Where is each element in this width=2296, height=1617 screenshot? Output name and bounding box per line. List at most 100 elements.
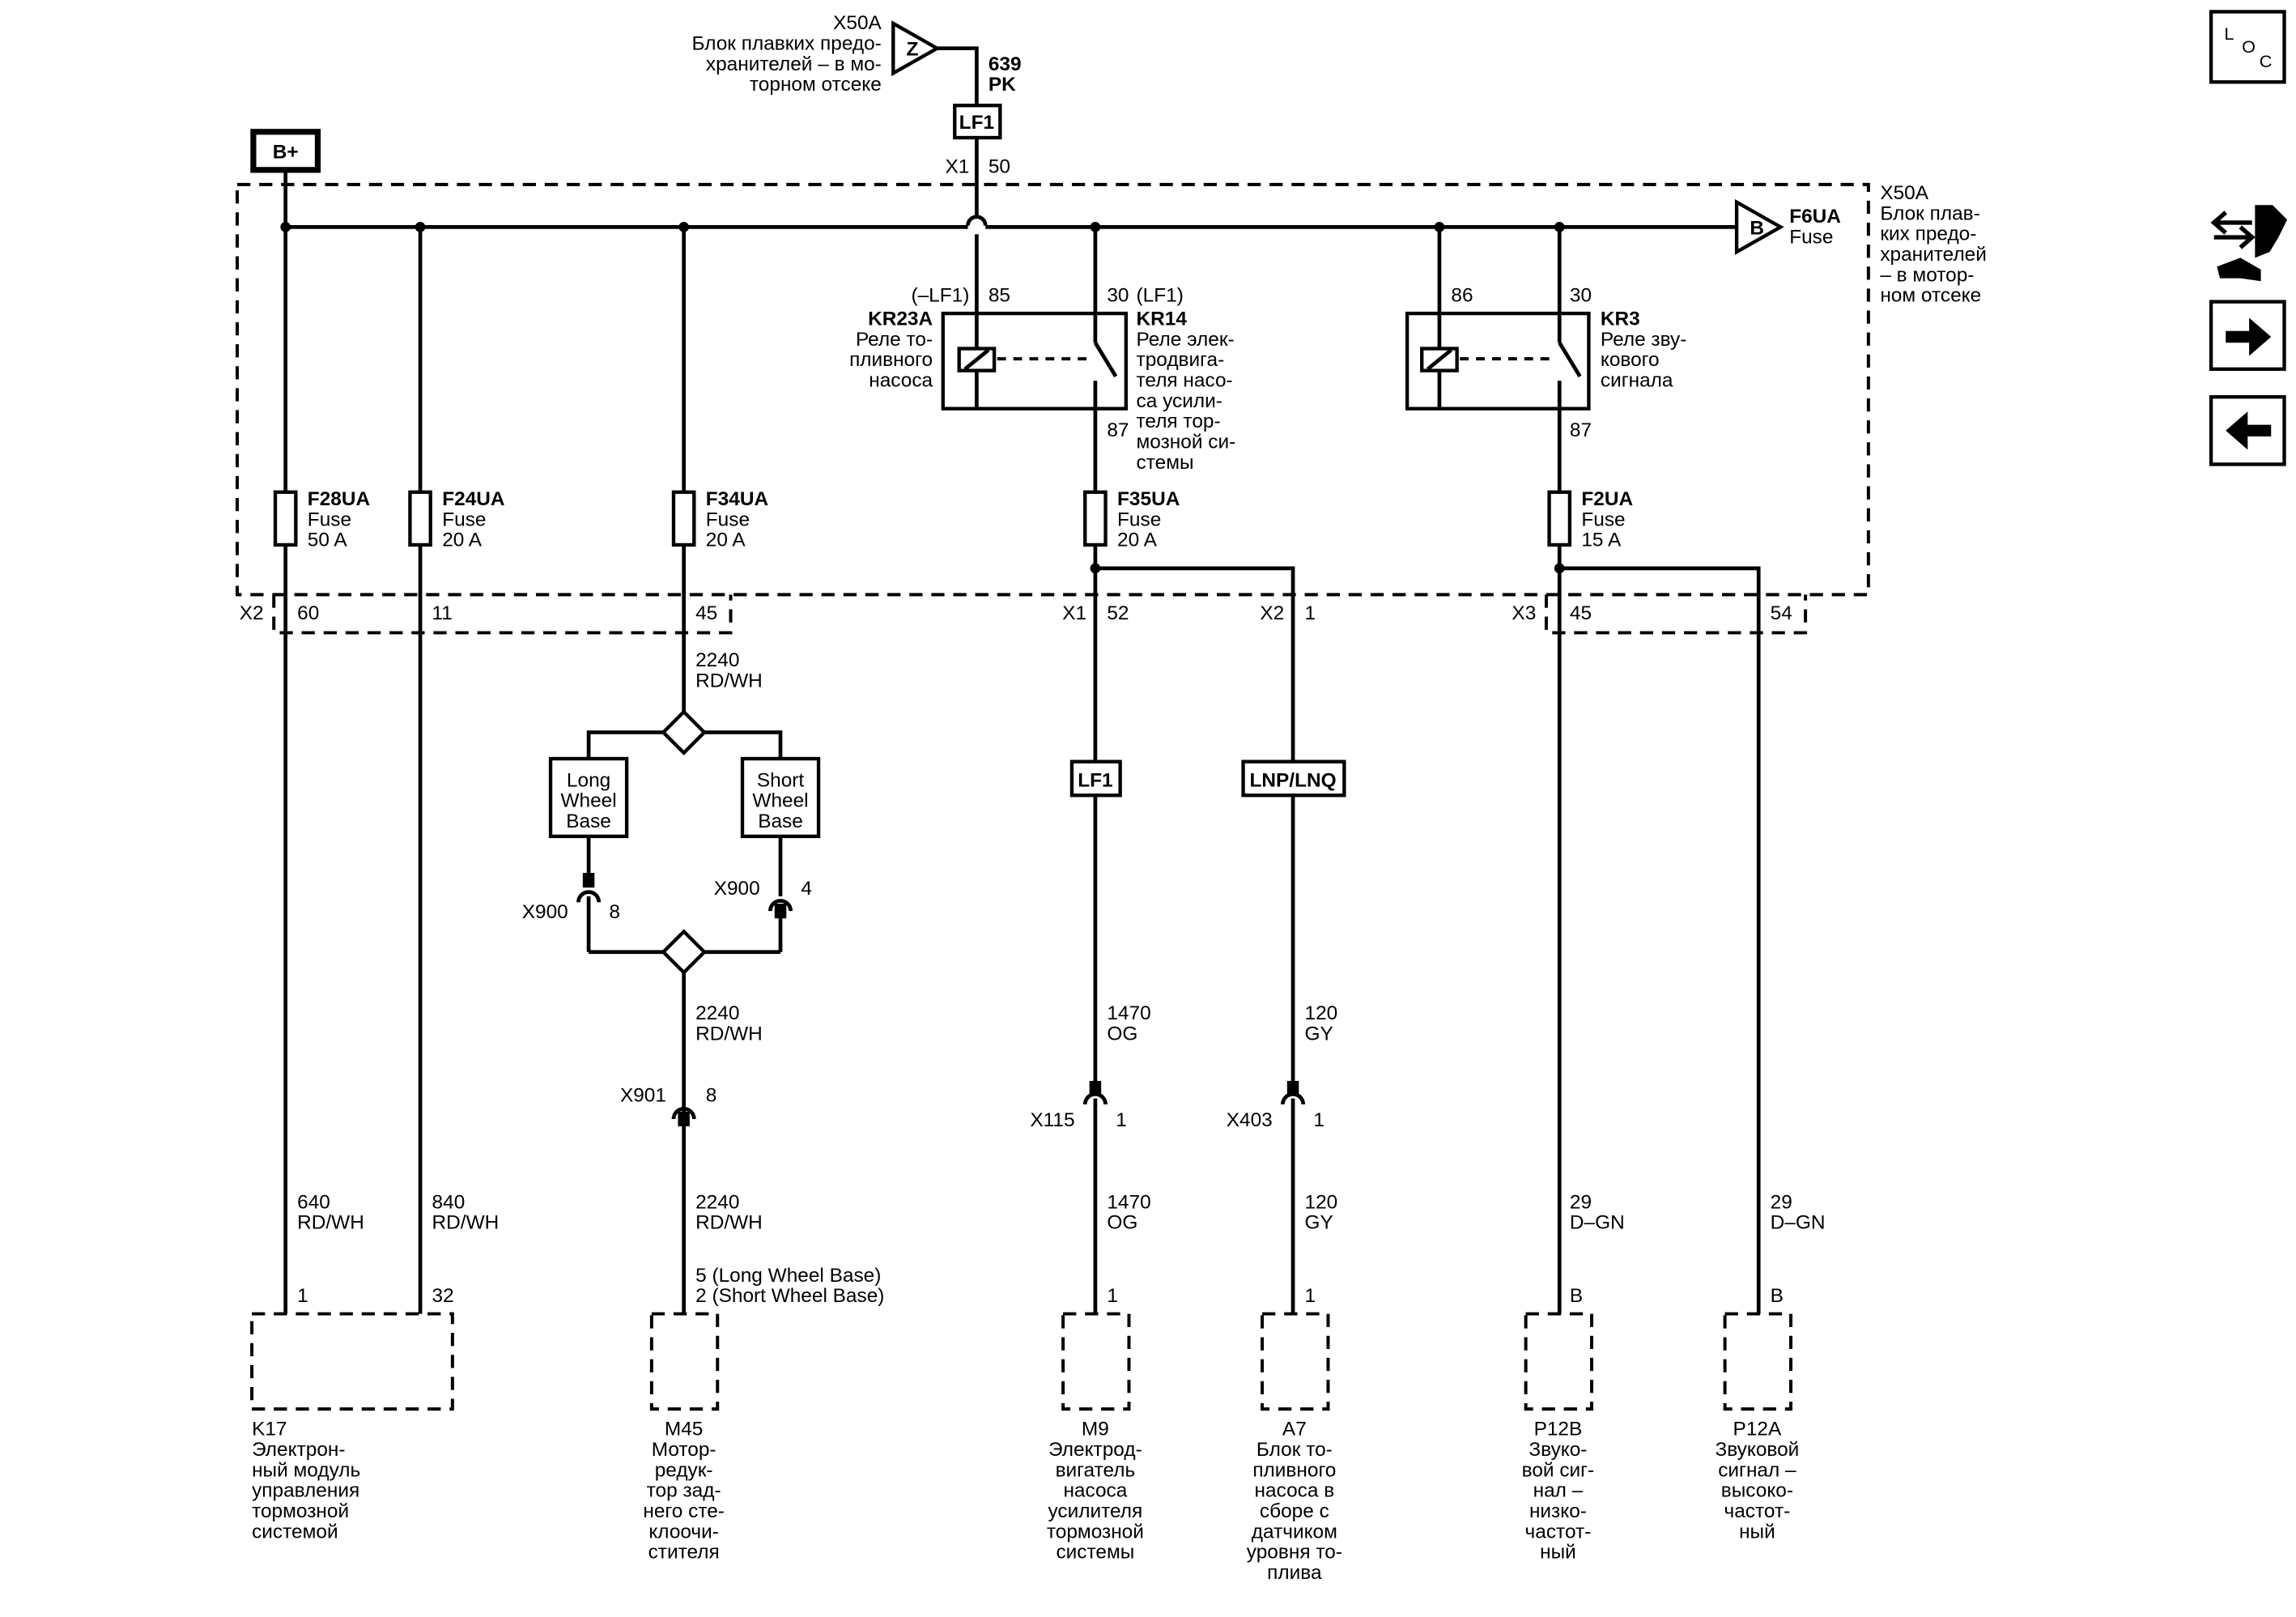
m9-desc-5: тормозной (1047, 1521, 1144, 1543)
p12a-id: P12A (1733, 1419, 1782, 1440)
pump-wire-top-color: OG (1107, 1023, 1137, 1045)
x115: X115 (1030, 1109, 1074, 1131)
pin-11: 11 (432, 602, 453, 624)
kr23a-desc-3: насоса (869, 370, 933, 392)
pin-52: 52 (1107, 602, 1129, 624)
p12a-desc-5: ный (1739, 1521, 1775, 1543)
kr14-pin-label: (LF1) (1137, 285, 1184, 307)
x900-right-connector-icon (768, 899, 793, 912)
kr14-name: KR14 (1137, 309, 1188, 330)
fuel-wire-top-color: GY (1305, 1023, 1333, 1045)
prev-page-button[interactable] (2209, 395, 2286, 466)
fuse-f28ua-name: F28UA (308, 488, 370, 510)
fuse-f35ua-icon (1083, 490, 1108, 547)
p12b-id: P12B (1534, 1419, 1583, 1440)
horn-wires: 29 D–GN B 29 D–GN B (1570, 1191, 1826, 1307)
loc-letter-c: C (2260, 51, 2273, 71)
k17-wire1-color: RD/WH (297, 1212, 364, 1234)
component-a7-box (1261, 1312, 1330, 1411)
fuel-wire-bot-num: 120 (1305, 1191, 1338, 1213)
a7-desc-5: датчиком (1252, 1521, 1337, 1543)
kr14-pin-out: 87 (1107, 419, 1129, 441)
connector-wrench-button[interactable] (2210, 205, 2288, 282)
pin-60: 60 (297, 602, 319, 624)
pin-1: 1 (1305, 602, 1316, 624)
kr3-desc-3: сигнала (1601, 370, 1673, 392)
fuse-f24ua-sub: Fuse (442, 509, 486, 530)
m9-desc-1: Электрод- (1048, 1439, 1142, 1461)
m45-desc-6: стителя (648, 1542, 720, 1564)
k17-wire2-pin: 32 (432, 1285, 454, 1307)
pump-pin: 1 (1107, 1285, 1118, 1307)
kr14-desc-3: теля насо- (1137, 370, 1233, 392)
kr14-desc-5: теля тор- (1137, 411, 1221, 432)
horn-wire2-num: 29 (1771, 1191, 1792, 1213)
brake-pump-branch: LF1 1470 OG X115 1 1470 OG 1 (1030, 760, 1151, 1314)
arrow-right-icon[interactable] (2226, 317, 2272, 356)
m9-id: M9 (1082, 1419, 1109, 1440)
fuse-f34ua-name: F34UA (706, 488, 768, 510)
x403-connector-icon (1281, 1091, 1306, 1105)
x900-right: X900 (714, 878, 760, 900)
fuse-f28ua-rating: 50 A (308, 530, 348, 551)
pin-45a: 45 (695, 602, 717, 624)
m45-desc-2: редук- (655, 1459, 713, 1481)
top-pin-connector: X1 (945, 155, 969, 177)
p12b-desc-2: вой сиг- (1522, 1459, 1595, 1481)
wiper-wire-mid-num: 2240 (695, 1002, 739, 1024)
kr3-name: KR3 (1601, 309, 1640, 330)
wiper-pin-long: 5 (Long Wheel Base) (695, 1265, 881, 1287)
fuse-block-desc-2: ких предо- (1880, 223, 1976, 245)
pin-54: 54 (1771, 602, 1792, 624)
x115-connector-icon (1082, 1091, 1108, 1105)
wires (283, 227, 1761, 1314)
block-pin-labels: X2 60 11 45 X1 52 X2 1 X3 45 54 (240, 602, 1792, 624)
loc-letter-o: O (2242, 36, 2256, 57)
fuse-f2ua-rating: 15 A (1581, 530, 1622, 551)
k17-wires: 640 RD/WH 1 840 RD/WH 32 (297, 1191, 499, 1307)
a7-desc-7: плива (1267, 1562, 1322, 1584)
fuse-f28ua-icon (273, 490, 298, 547)
loc-letter-l: L (2224, 23, 2234, 44)
next-page-button[interactable] (2209, 300, 2286, 372)
fuse-block-desc-4: – в мотор- (1880, 264, 1974, 286)
kr14-desc-4: са усили- (1137, 390, 1222, 412)
kr23a-desc-2: пливного (849, 349, 933, 371)
x901: X901 (620, 1084, 666, 1106)
p12a-desc-3: высоко- (1721, 1480, 1793, 1502)
x900-left-pin: 8 (609, 901, 620, 923)
arrow-left-icon[interactable] (2226, 411, 2272, 450)
p12b-desc-5: частот- (1525, 1521, 1592, 1543)
horn-wire1-color: D–GN (1570, 1212, 1625, 1234)
loc-button[interactable]: L O C (2209, 10, 2286, 84)
k17-id: K17 (252, 1419, 287, 1440)
f6ua-symbol: B (1750, 217, 1764, 239)
top-supply-desc-3: торном отсеке (750, 74, 882, 96)
horn-wire2-pin: B (1771, 1285, 1784, 1307)
fuse-block-desc-5: ном отсеке (1880, 285, 1981, 307)
m45-desc-3: тор зад- (647, 1480, 721, 1502)
split-bottom-icon (661, 929, 708, 976)
fuel-wire-top-num: 120 (1305, 1002, 1338, 1024)
relay-kr3: 86 30 87 KR3 Реле зву- кового сигнала (1405, 227, 1686, 491)
kr14-desc-7: стемы (1137, 452, 1194, 474)
split-top-icon (661, 709, 708, 755)
short-wb-3: Base (758, 811, 803, 832)
fuse-f2ua-icon (1547, 490, 1572, 547)
p12b-desc-4: низко- (1529, 1500, 1587, 1522)
wiper-wire-bot-color: RD/WH (695, 1212, 763, 1234)
battery-label: B+ (273, 141, 299, 163)
top-supply-desc-2: хранителей – в мо- (706, 53, 882, 75)
pin-x2a: X2 (240, 602, 264, 624)
loc-icon[interactable] (2209, 10, 2286, 84)
connector-wrench-icon[interactable] (2210, 205, 2288, 282)
m45-desc-5: клоочи- (648, 1521, 719, 1543)
top-pin: 50 (989, 155, 1010, 177)
z-terminal-icon (891, 20, 941, 77)
x403: X403 (1227, 1109, 1273, 1131)
pin-x2b: X2 (1260, 602, 1284, 624)
kr3-pin-in: 30 (1570, 285, 1592, 307)
k17-desc-3: управления (252, 1480, 359, 1502)
p12b-desc-3: нал – (1533, 1480, 1584, 1502)
